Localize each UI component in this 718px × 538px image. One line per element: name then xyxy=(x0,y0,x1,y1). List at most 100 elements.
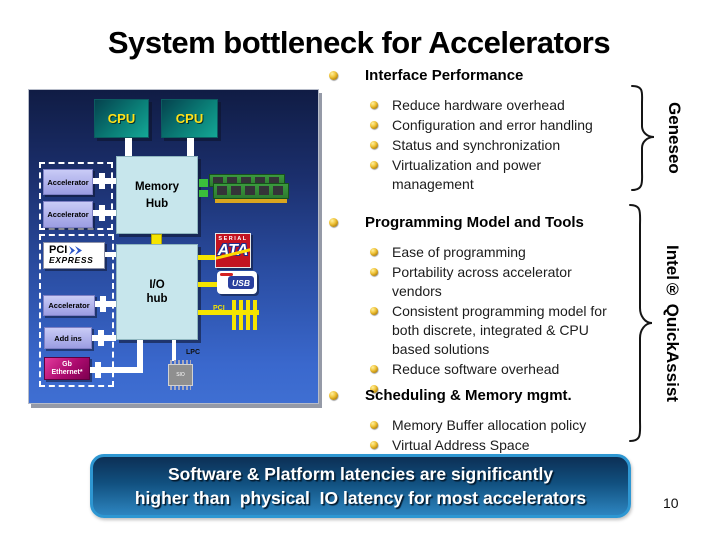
side-label-quickassist: Intel® QuickAssist xyxy=(663,244,682,402)
usb-logo: USB xyxy=(217,271,257,294)
pci-express-arrows-icon xyxy=(69,246,83,255)
accelerator-label: Accelerator xyxy=(47,177,89,187)
geneseo-brace xyxy=(627,84,659,197)
pci-bus-label: PCI xyxy=(213,305,225,312)
plus-connector xyxy=(99,205,105,221)
gbe-connector-riser xyxy=(137,340,143,373)
lpc-label: LPC xyxy=(186,349,200,356)
bullet-icon xyxy=(370,268,378,276)
bullet-icon xyxy=(329,71,338,80)
dimm-memory-icon xyxy=(213,183,289,199)
bullet-icon xyxy=(370,307,378,315)
bullet-section-programming-model: Programming Model and Tools Ease of prog… xyxy=(322,213,628,394)
section-heading: Interface Performance xyxy=(365,67,524,84)
dashed-group-top xyxy=(39,162,113,230)
accelerator-label: Accelerator xyxy=(48,301,90,310)
cpu2-bus-connector xyxy=(187,138,194,156)
cpu-label: CPU xyxy=(175,111,204,126)
bullet-item: Reduce hardware overhead xyxy=(392,97,565,113)
bullet-icon xyxy=(329,218,338,227)
bullet-section-interface-performance: Interface Performance Reduce hardware ov… xyxy=(322,66,628,195)
gb-ethernet-label: Ethernet* xyxy=(51,368,83,376)
accelerator-label: Accelerator xyxy=(47,210,89,219)
bullet-icon xyxy=(370,441,378,449)
quickassist-brace xyxy=(625,203,657,448)
accelerator-box-left: Accelerator xyxy=(43,295,95,316)
pci-slots-icon xyxy=(239,300,243,330)
usb-label: USB xyxy=(228,276,254,289)
usb-logo-red-bar xyxy=(220,273,233,276)
pcie-connector xyxy=(105,252,116,257)
chip-pins xyxy=(170,386,191,390)
cpu1-bus-connector xyxy=(125,138,132,156)
dimm-gold-edge xyxy=(215,199,287,203)
plus-connector xyxy=(95,362,101,378)
plus-connector xyxy=(100,296,106,312)
pci-slots-icon xyxy=(232,300,236,330)
bullet-icon xyxy=(370,101,378,109)
pci-express-label: EXPRESS xyxy=(49,255,94,265)
cpu-label: CPU xyxy=(107,111,136,126)
sio-label: SIO xyxy=(168,364,193,386)
bullet-item: Consistent programming model for both di… xyxy=(392,303,607,357)
gbe-connector xyxy=(90,367,143,373)
banner-text-line2: higher than physical IO latency for most… xyxy=(134,488,587,508)
bullet-icon xyxy=(370,365,378,373)
bullet-item: Configuration and error handling xyxy=(392,117,593,133)
pci-slots-icon xyxy=(246,300,250,330)
io-hub-label: hub xyxy=(146,293,168,305)
plus-connector xyxy=(99,173,105,189)
accelerator-box-top-1: Accelerator xyxy=(43,169,93,195)
gb-ethernet-box: Gb Ethernet* xyxy=(44,357,90,380)
bullet-icon xyxy=(370,248,378,256)
io-hub-label: I/O xyxy=(149,279,165,291)
plus-connector xyxy=(98,330,104,346)
sata-bus-line xyxy=(198,255,215,260)
bullet-item: Reduce software overhead xyxy=(392,361,560,377)
section-heading: Scheduling & Memory mgmt. xyxy=(365,387,572,404)
pci-express-logo: PCI EXPRESS xyxy=(43,242,105,269)
memory-hub-box: Memory Hub xyxy=(116,156,198,234)
page-number: 10 xyxy=(663,495,679,511)
bullet-icon xyxy=(370,385,378,393)
serial-ata-logo: SERIAL ATA xyxy=(215,233,251,268)
dimm-chips xyxy=(217,186,285,195)
bullet-icon xyxy=(370,161,378,169)
io-hub-box: I/O hub xyxy=(116,244,198,340)
memory-hub-label: Hub xyxy=(145,197,169,210)
bullet-item: Virtual Address Space xyxy=(392,437,530,453)
conclusion-banner: Software & Platform latencies are signif… xyxy=(90,454,631,518)
pci-bus-line xyxy=(198,310,259,315)
bullet-item: Portability across accelerator vendors xyxy=(392,264,572,299)
gb-ethernet-label: Gb xyxy=(62,360,72,368)
lpc-line xyxy=(172,340,176,361)
bullet-icon xyxy=(370,121,378,129)
side-label-geneseo: Geneseo xyxy=(665,102,684,174)
bullet-section-scheduling-memory: Scheduling & Memory mgmt. Memory Buffer … xyxy=(322,386,628,456)
serial-ata-label: SERIAL xyxy=(218,236,248,242)
pci-express-label: PCI xyxy=(49,244,68,256)
page-title: System bottleneck for Accelerators xyxy=(107,25,611,60)
chip-pins xyxy=(170,360,191,364)
memory-hub-label: Memory xyxy=(134,180,180,193)
dimm-connector xyxy=(199,190,208,197)
dimm-chips xyxy=(213,177,281,183)
bullet-icon xyxy=(370,141,378,149)
bullet-item: Memory Buffer allocation policy xyxy=(392,417,587,433)
bullet-item: Ease of programming xyxy=(392,244,526,260)
cpu-box-2: CPU xyxy=(161,99,218,138)
bullet-item: Status and synchronization xyxy=(392,137,561,153)
sio-chip-icon: SIO xyxy=(167,360,194,390)
banner-text-line1: Software & Platform latencies are signif… xyxy=(167,464,554,484)
dimm-connector xyxy=(199,179,208,187)
dashed-group-bottom xyxy=(39,234,114,387)
cpu-box-1: CPU xyxy=(94,99,149,138)
plus-connector xyxy=(92,335,116,341)
pci-slots-icon xyxy=(253,300,257,330)
bullet-icon xyxy=(329,391,338,400)
section-heading: Programming Model and Tools xyxy=(365,214,584,231)
usb-bus-line xyxy=(198,282,217,287)
add-ins-label: Add ins xyxy=(54,333,82,343)
accelerator-box-top-2: Accelerator xyxy=(43,201,93,228)
